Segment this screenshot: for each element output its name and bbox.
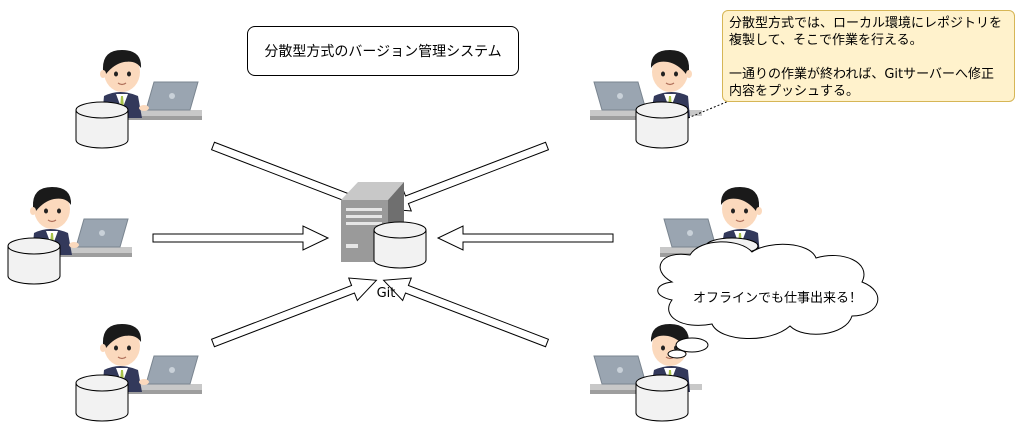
- arrow-top-right: [378, 134, 552, 221]
- note-gap: [729, 49, 1008, 66]
- note-line-1: 分散型方式では、ローカル環境にレポジトリを: [729, 16, 1003, 31]
- diagram-title: 分散型方式のバージョン管理システム: [247, 26, 519, 76]
- diagram-title-text: 分散型方式のバージョン管理システム: [264, 44, 502, 60]
- worker-top-left: [75, 49, 203, 149]
- cloud-text: オフラインでも仕事出来る！: [692, 291, 862, 306]
- worker-bottom-left: [75, 323, 203, 422]
- git-server-label: Git: [376, 286, 396, 301]
- note-line-4: 内容をプッシュする。: [729, 84, 860, 99]
- arrow-bottom-left: [208, 268, 382, 355]
- arrow-middle-left: [152, 225, 329, 251]
- worker-top-right: [589, 49, 703, 149]
- arrow-middle-right: [437, 225, 614, 251]
- speech-cloud: [657, 241, 879, 359]
- callout-line: [687, 97, 737, 119]
- note-line-2: 複製して、そこで作業を行える。: [729, 33, 923, 48]
- worker-middle-left: [7, 186, 133, 285]
- note-line-3: 一通りの作業が終われば、Gitサーバーへ修正: [729, 67, 995, 82]
- explanation-note: 分散型方式では、ローカル環境にレポジトリを 複製して、そこで作業を行える。 一通…: [722, 10, 1015, 102]
- git-repository-cylinder: [373, 221, 427, 269]
- arrow-bottom-right: [378, 268, 552, 355]
